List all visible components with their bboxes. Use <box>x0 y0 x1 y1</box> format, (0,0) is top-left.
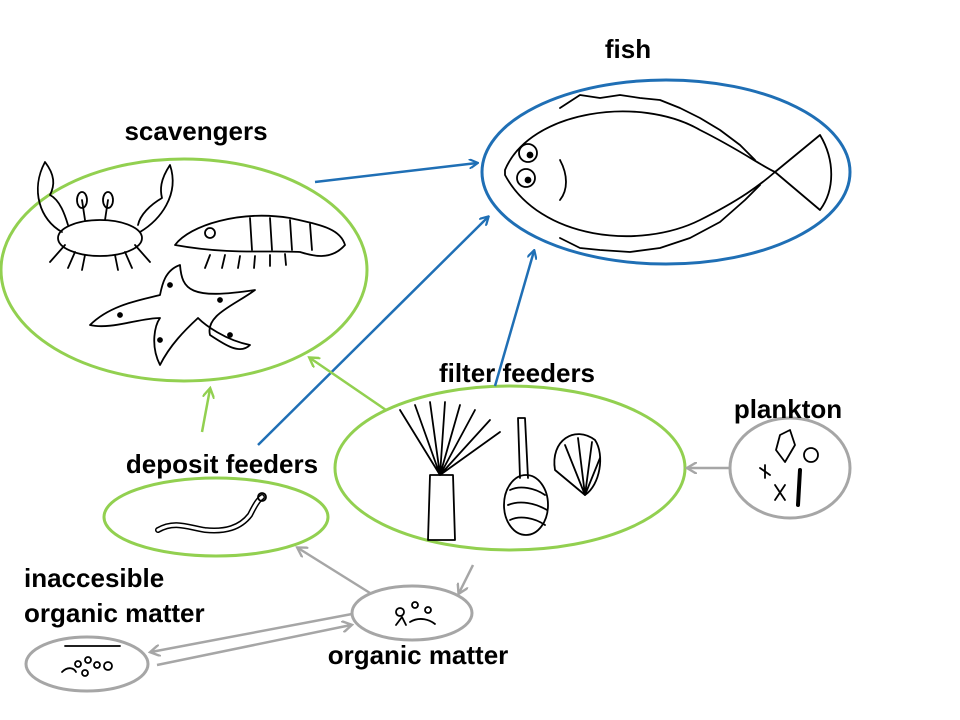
flatfish-illustration <box>504 94 833 253</box>
arrow-organic-to-deposit <box>298 548 371 595</box>
clam-illustration <box>503 417 549 536</box>
organic-matter-label: organic matter <box>328 640 509 670</box>
scallop-illustration <box>553 433 602 496</box>
plankton-illustration <box>759 429 819 507</box>
inaccessible-label-line1: inaccesible <box>24 563 164 593</box>
inaccessible-label-line2: organic matter <box>24 598 205 628</box>
plankton-node <box>728 416 852 520</box>
arrow-scavengers-to-fish <box>314 163 477 184</box>
starfish-illustration <box>89 264 256 366</box>
fish-node <box>480 78 852 266</box>
filter-feeders-label: filter feeders <box>439 358 595 388</box>
deposit-feeders-node <box>102 476 330 558</box>
arrow-filter-to-organic <box>459 564 475 593</box>
scavengers-node <box>0 157 369 383</box>
fish-label: fish <box>605 34 651 64</box>
deposit-feeders-label: deposit feeders <box>126 449 318 479</box>
arrow-filter-to-fish <box>493 251 534 387</box>
inaccessible-organic-matter-node <box>24 635 150 693</box>
flow-arrows <box>151 163 729 667</box>
inaccessible-particles <box>61 645 121 677</box>
scavengers-label: scavengers <box>124 116 267 146</box>
arrow-deposit-to-fish <box>257 217 488 446</box>
plankton-label: plankton <box>734 394 842 424</box>
arrow-inaccessible-to-organic <box>156 625 351 667</box>
worm-illustration <box>155 492 267 534</box>
arrow-filter-to-scavengers <box>310 358 387 412</box>
crab-illustration <box>36 161 174 271</box>
organic-matter-node <box>350 584 474 642</box>
tube-worm-illustration <box>399 401 501 541</box>
organic-particles <box>395 601 436 626</box>
arrow-organic-to-inaccessible <box>151 612 353 652</box>
arrow-deposit-to-scavengers <box>200 389 210 433</box>
shrimp-illustration <box>174 214 346 269</box>
